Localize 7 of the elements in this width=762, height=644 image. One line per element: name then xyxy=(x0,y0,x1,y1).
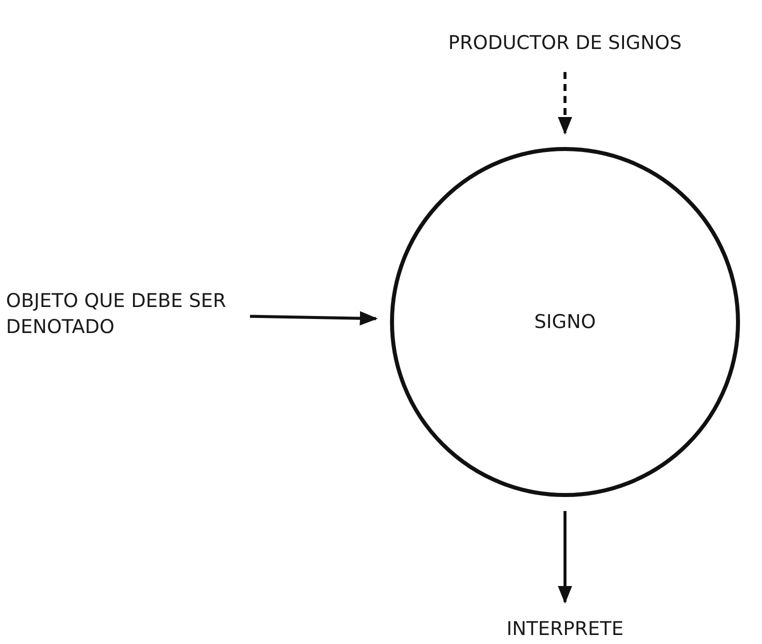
node-label: PRODUCTOR DE SIGNOS xyxy=(415,30,715,58)
node-label: OBJETO QUE DEBE SER DENOTADO xyxy=(6,288,236,340)
node-label: INTERPRETE xyxy=(495,616,635,642)
node-label: SIGNO xyxy=(534,310,596,335)
arrow xyxy=(250,311,378,326)
arrow xyxy=(558,511,572,604)
arrow xyxy=(558,72,572,135)
